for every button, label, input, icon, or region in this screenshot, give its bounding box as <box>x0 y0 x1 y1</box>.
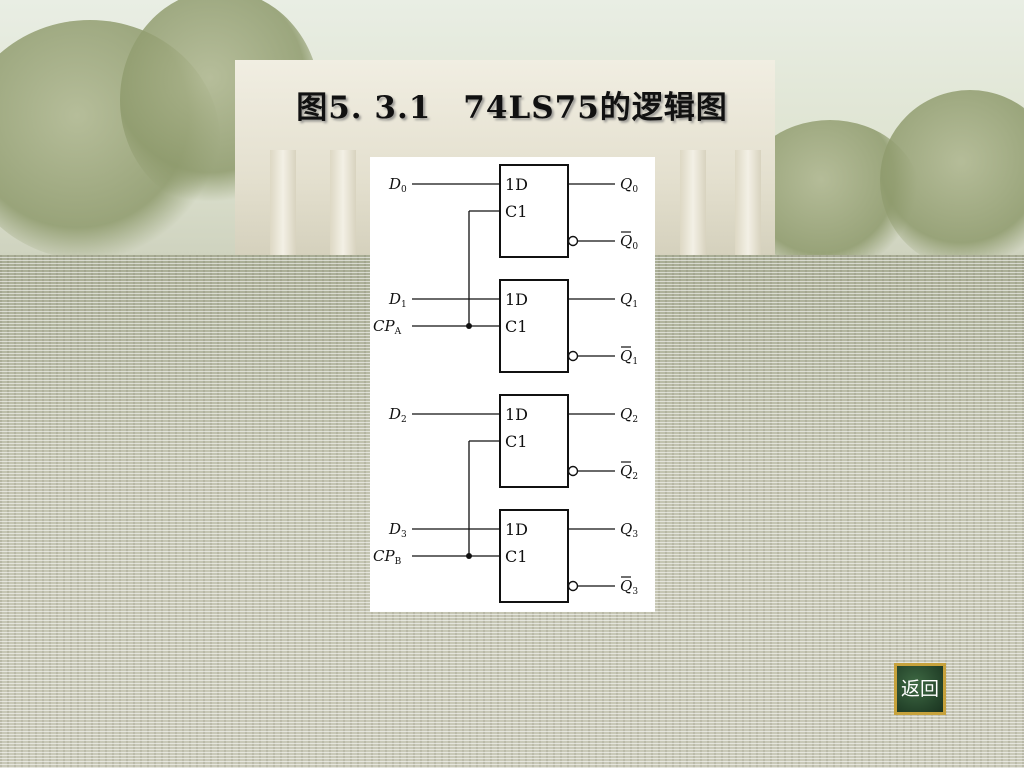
pin-d-label: 1D <box>505 405 528 424</box>
junction-dot <box>466 323 472 329</box>
clock-label-text: CP <box>373 547 395 565</box>
output-qbar-label: Q2 <box>620 462 638 482</box>
output-qbar-label-subscript: 2 <box>632 472 638 482</box>
output-q-label: Q3 <box>620 520 638 540</box>
pin-d-label: 1D <box>505 290 528 309</box>
inversion-bubble <box>567 580 579 592</box>
clock-label-text: CP <box>373 317 395 335</box>
pin-c-label: C1 <box>505 547 527 566</box>
output-qbar-label-subscript: 1 <box>632 357 638 367</box>
input-d-label-subscript: 2 <box>401 415 407 425</box>
pin-c-label: C1 <box>505 432 527 451</box>
input-d-label-text: D <box>388 175 401 193</box>
background-column <box>680 150 706 255</box>
output-qbar-label-text: Q <box>620 347 632 365</box>
output-q-label-subscript: 0 <box>632 185 638 195</box>
input-d-label: D3 <box>388 520 407 540</box>
output-qbar-label-text: Q <box>620 232 632 250</box>
background-column <box>735 150 761 255</box>
latch-box <box>499 164 569 258</box>
pin-c-label: C1 <box>505 317 527 336</box>
background-column <box>330 150 356 255</box>
input-d-label-subscript: 3 <box>401 530 407 540</box>
latch-box <box>499 509 569 603</box>
input-d-label-subscript: 1 <box>401 300 407 310</box>
output-qbar-label-text: Q <box>620 462 632 480</box>
pin-d-label: 1D <box>505 175 528 194</box>
input-d-label-subscript: 0 <box>401 185 407 195</box>
clock-label: CPB <box>373 547 402 567</box>
clock-1: CPB <box>373 441 472 567</box>
pin-d-label: 1D <box>505 520 528 539</box>
output-q-label: Q1 <box>620 290 638 310</box>
clock-label-subscript: B <box>395 557 402 567</box>
background-tree <box>880 90 1024 270</box>
output-q-label-subscript: 2 <box>632 415 638 425</box>
output-q-label-text: Q <box>620 520 632 538</box>
back-button[interactable]: 返回 <box>894 663 946 715</box>
slide-title: 图5. 3.1 74LS75的逻辑图 <box>296 90 728 126</box>
output-qbar-label-subscript: 3 <box>632 587 638 597</box>
output-q-label: Q0 <box>620 175 638 195</box>
inversion-bubble <box>567 350 579 362</box>
output-qbar-label: Q0 <box>620 232 638 252</box>
input-d-label-text: D <box>388 520 401 538</box>
input-d-label-text: D <box>388 405 401 423</box>
output-q-label-subscript: 1 <box>632 300 638 310</box>
clock-label-subscript: A <box>394 327 402 337</box>
output-qbar-label-subscript: 0 <box>632 242 638 252</box>
junction-dot <box>466 553 472 559</box>
background-ground <box>0 255 1024 768</box>
inversion-bubble <box>567 465 579 477</box>
input-d-label: D0 <box>388 175 407 195</box>
output-q-label: Q2 <box>620 405 638 425</box>
inversion-bubble <box>567 235 579 247</box>
output-q-label-text: Q <box>620 405 632 423</box>
input-d-label-text: D <box>388 290 401 308</box>
output-qbar-label: Q3 <box>620 577 638 597</box>
input-d-label: D1 <box>388 290 407 310</box>
pin-c-label: C1 <box>505 202 527 221</box>
clock-label: CPA <box>373 317 402 337</box>
output-qbar-label: Q1 <box>620 347 638 367</box>
background-column <box>270 150 296 255</box>
output-q-label-subscript: 3 <box>632 530 638 540</box>
output-q-label-text: Q <box>620 175 632 193</box>
output-qbar-label-text: Q <box>620 577 632 595</box>
input-d-label: D2 <box>388 405 407 425</box>
output-q-label-text: Q <box>620 290 632 308</box>
clock-0: CPA <box>373 211 472 337</box>
